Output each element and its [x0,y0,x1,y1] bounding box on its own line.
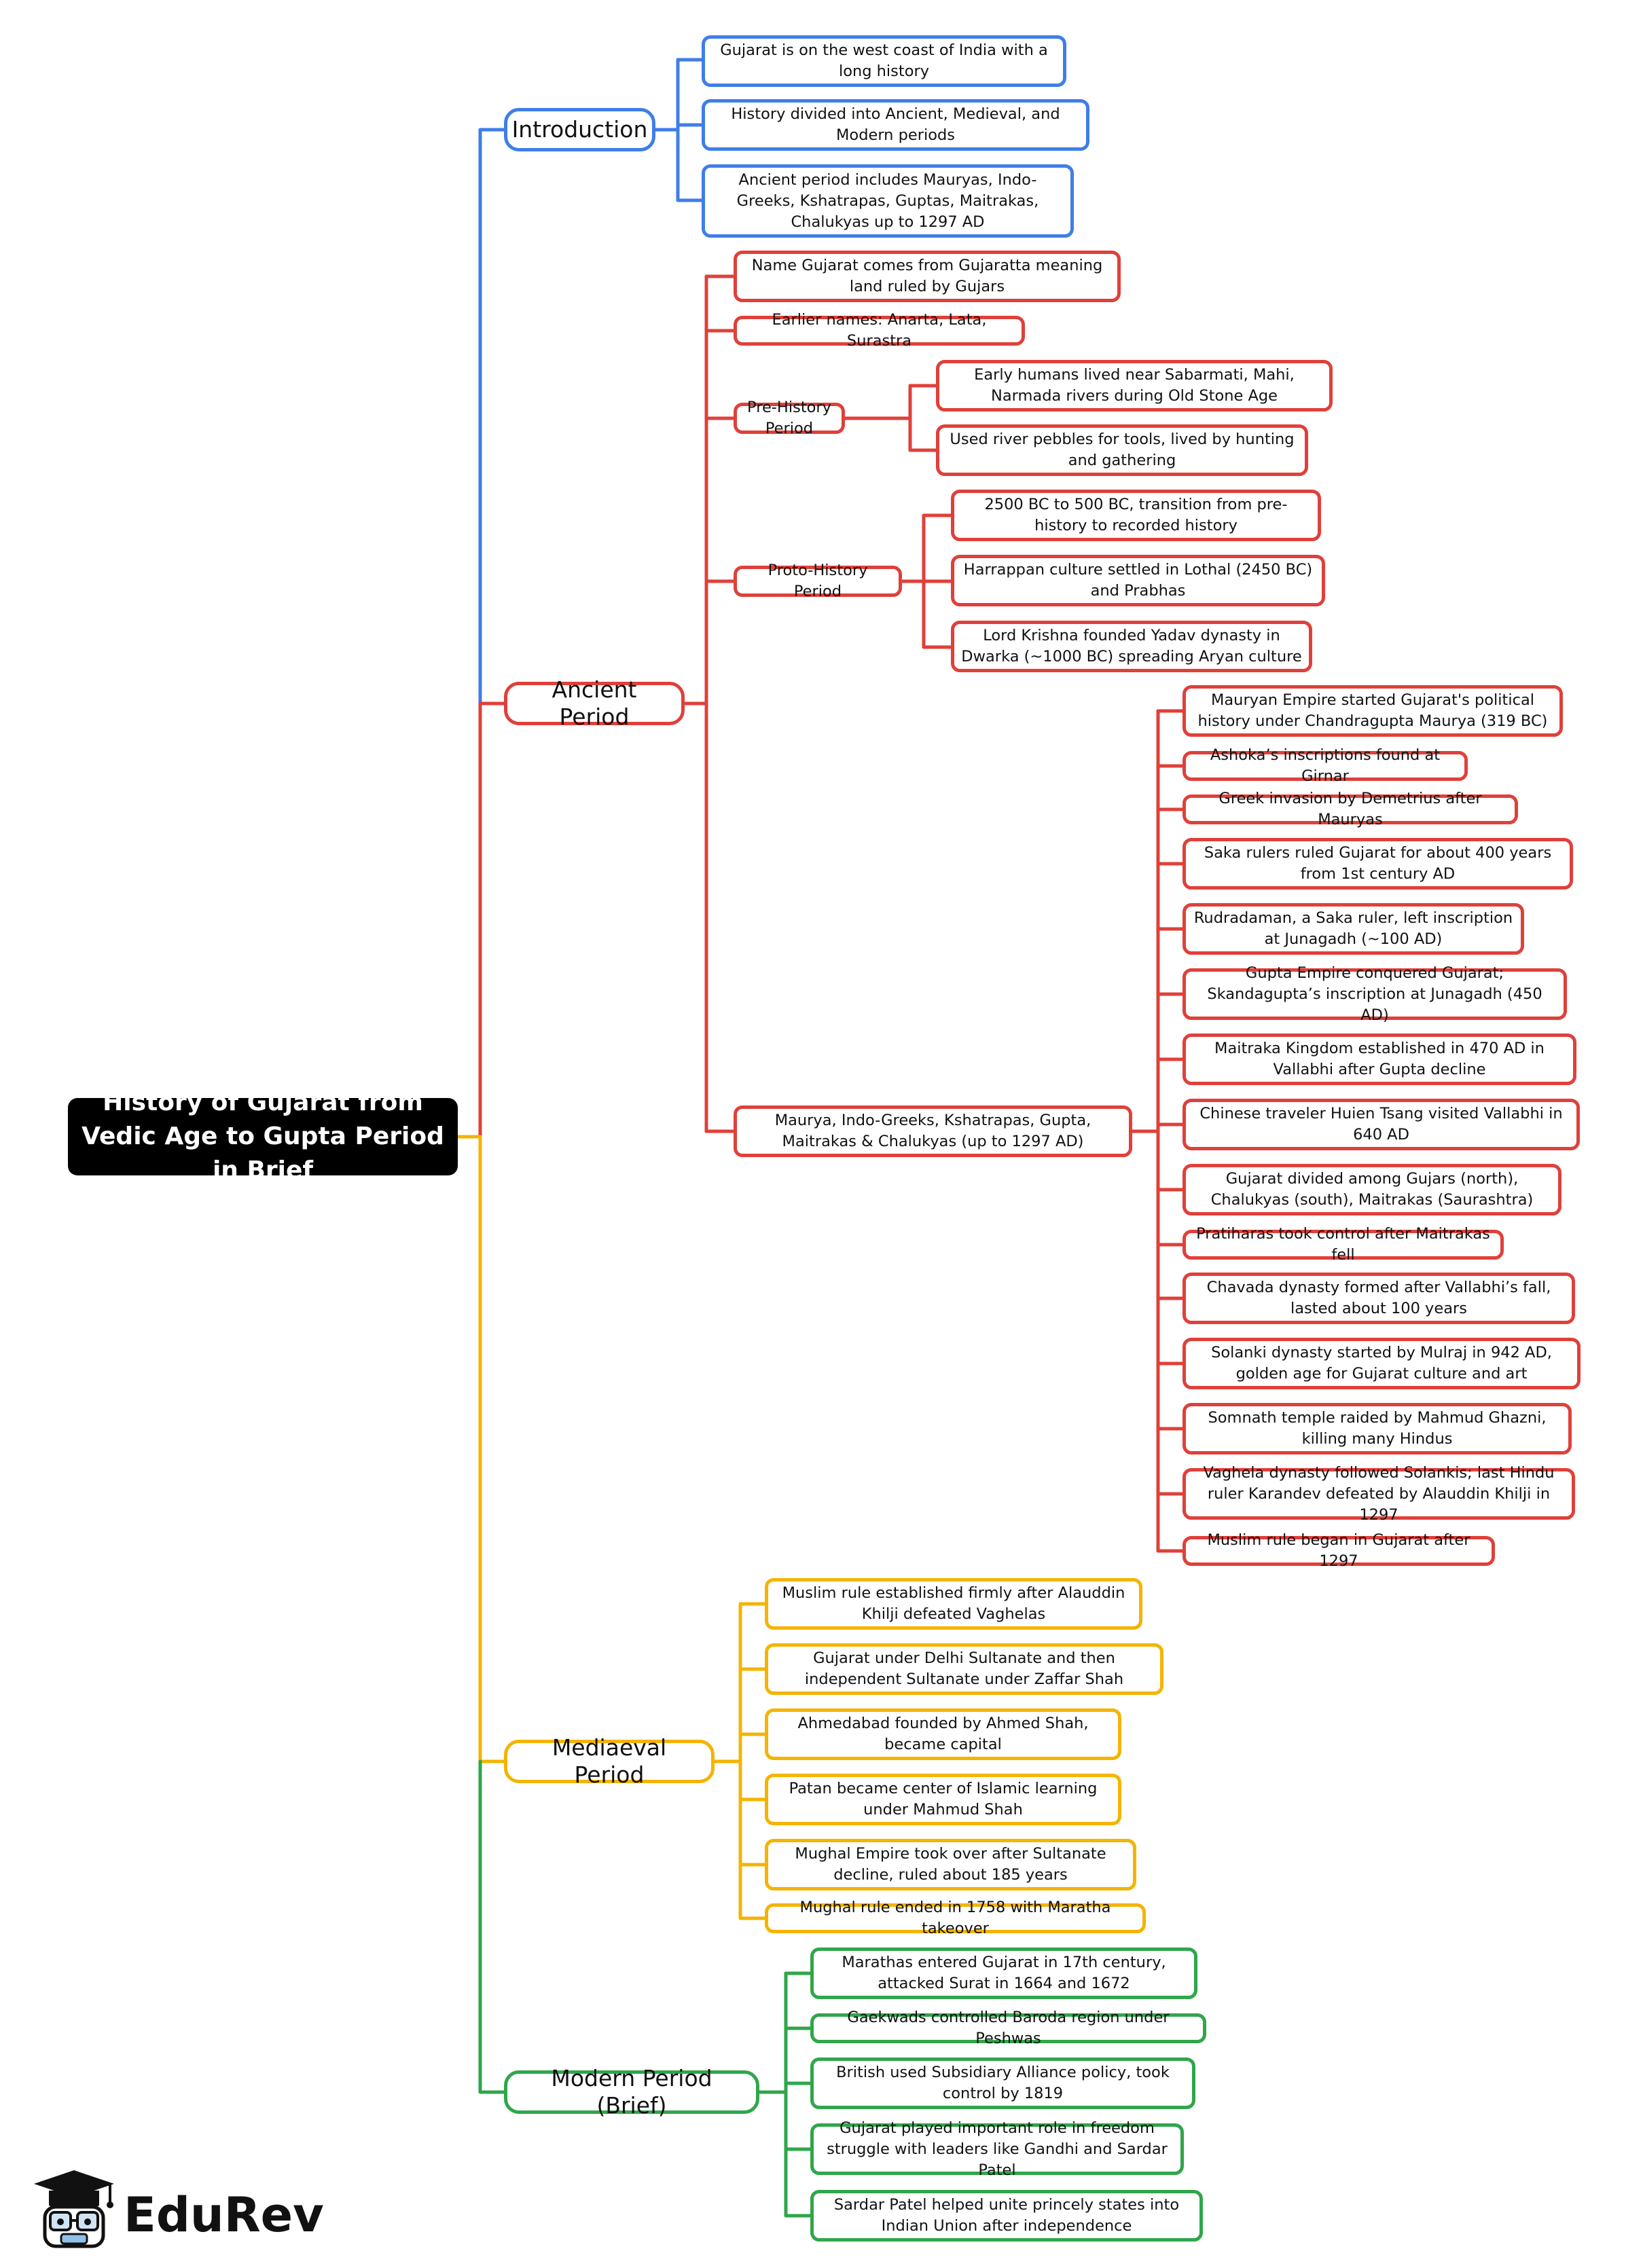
modern-item: Gaekwads controlled Baroda region under … [810,2009,1206,2047]
maurya-item: Ashoka’s inscriptions found at Girnar [1182,746,1468,785]
mediaeval-item: Mughal rule ended in 1758 with Maratha t… [765,1899,1146,1937]
modern-item: Gujarat played important role in freedom… [810,2119,1184,2179]
ancient-item: Name Gujarat comes from Gujaratta meanin… [734,251,1121,302]
connectors-introduction [653,58,704,202]
edurev-logo-text: EduRev [124,2187,324,2243]
connector-root-modern [478,1759,506,2094]
maurya-item: Chinese traveler Huien Tsang visited Val… [1182,1099,1580,1150]
proto-history-item: Harrappan culture settled in Lothal (245… [951,555,1325,606]
edurev-logo-icon [34,2170,114,2248]
maurya-item: Gujarat divided among Gujars (north), Ch… [1182,1164,1561,1215]
maurya-item: Saka rulers ruled Gujarat for about 400 … [1182,838,1573,890]
maurya-item: Greek invasion by Demetrius after Maurya… [1182,790,1518,828]
branch-introduction[interactable]: Introduction [504,108,655,151]
modern-item: Sardar Patel helped unite princely state… [810,2190,1203,2242]
modern-item: British used Subsidiary Alliance policy,… [810,2057,1195,2109]
maurya-item: Pratiharas took control after Maitrakas … [1182,1225,1504,1264]
introduction-item: History divided into Ancient, Medieval, … [702,99,1089,151]
maurya-item: Chavada dynasty formed after Vallabhi’s … [1182,1273,1575,1324]
maurya-item: Solanki dynasty started by Mulraj in 942… [1182,1338,1581,1389]
maurya-item: Mauryan Empire started Gujarat's politic… [1182,685,1563,737]
mediaeval-item: Patan became center of Islamic learning … [765,1774,1121,1825]
mediaeval-item: Muslim rule established firmly after Ala… [765,1578,1142,1630]
root-title: History of Gujarat from Vedic Age to Gup… [68,1089,458,1184]
branch-mediaeval-period[interactable]: Mediaeval Period [504,1734,715,1788]
mediaeval-item: Ahmedabad founded by Ahmed Shah, became … [765,1708,1121,1760]
mediaeval-item: Mughal Empire took over after Sultanate … [765,1839,1136,1890]
mediaeval-item: Gujarat under Delhi Sultanate and then i… [765,1643,1163,1695]
branch-modern-period[interactable]: Modern Period (Brief) [504,2065,759,2119]
maurya-item: Maitraka Kingdom established in 470 AD i… [1182,1034,1576,1085]
maurya-item: Vaghela dynasty followed Solankis; last … [1182,1464,1575,1524]
modern-item: Marathas entered Gujarat in 17th century… [810,1947,1197,1999]
proto-history-item: Lord Krishna founded Yadav dynasty in Dw… [951,621,1312,672]
sub-branch-proto-history[interactable]: Proto-History Period [734,562,902,600]
proto-history-item: 2500 BC to 500 BC, transition from pre-h… [951,490,1321,541]
connectors-mediaeval [712,1602,767,1920]
ancient-item: Earlier names: Anarta, Lata, Surastra [734,311,1025,350]
branch-ancient-period[interactable]: Ancient Period [504,676,685,730]
sub-branch-maurya-to-chalukyas[interactable]: Maurya, Indo-Greeks, Kshatrapas, Gupta, … [734,1105,1132,1157]
connector-root-ancient [478,701,506,1139]
introduction-item: Gujarat is on the west coast of India wi… [702,35,1066,87]
connectors-modern [757,1971,812,2218]
maurya-item: Gupta Empire conquered Gujarat; Skandagu… [1182,964,1567,1024]
sub-branch-pre-history[interactable]: Pre-History Period [734,399,845,437]
maurya-item: Rudradaman, a Saka ruler, left inscripti… [1182,903,1524,955]
pre-history-item: Used river pebbles for tools, lived by h… [936,424,1308,476]
maurya-item: Muslim rule began in Gujarat after 1297 [1182,1531,1495,1570]
connectors-ancient [683,274,1185,1553]
connector-root-mediaeval [456,1135,506,1763]
introduction-item: Ancient period includes Mauryas, Indo-Gr… [702,164,1074,238]
pre-history-item: Early humans lived near Sabarmati, Mahi,… [936,360,1333,411]
maurya-item: Somnath temple raided by Mahmud Ghazni, … [1182,1403,1572,1455]
